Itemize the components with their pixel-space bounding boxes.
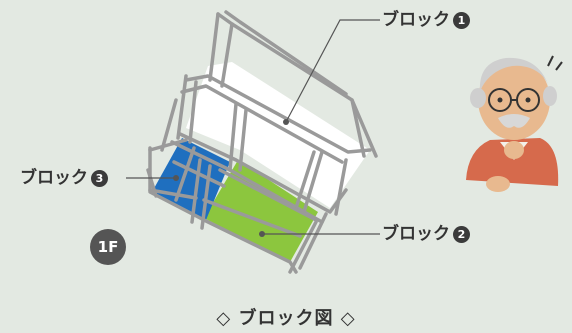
block2-label: ブロック 2 — [382, 226, 470, 243]
block3-area — [152, 138, 230, 220]
block1-number: 1 — [453, 12, 470, 29]
block2-area — [204, 160, 318, 262]
block3-number: 3 — [91, 170, 108, 187]
block2-label-text: ブロック — [382, 224, 450, 244]
floor-badge: 1F — [90, 229, 126, 265]
block1-label: ブロック 1 — [382, 12, 470, 29]
block1-area — [186, 62, 370, 208]
block3-label: ブロック 3 — [20, 170, 108, 187]
block2-number: 2 — [453, 226, 470, 243]
diagram-caption: ◇ ブロック図 ◇ — [216, 308, 356, 329]
old-man-illustration — [466, 55, 563, 192]
block3-label-text: ブロック — [20, 168, 88, 188]
block1-label-text: ブロック — [382, 10, 450, 30]
scaffold-frame — [146, 10, 378, 274]
leader-lines — [126, 19, 380, 235]
